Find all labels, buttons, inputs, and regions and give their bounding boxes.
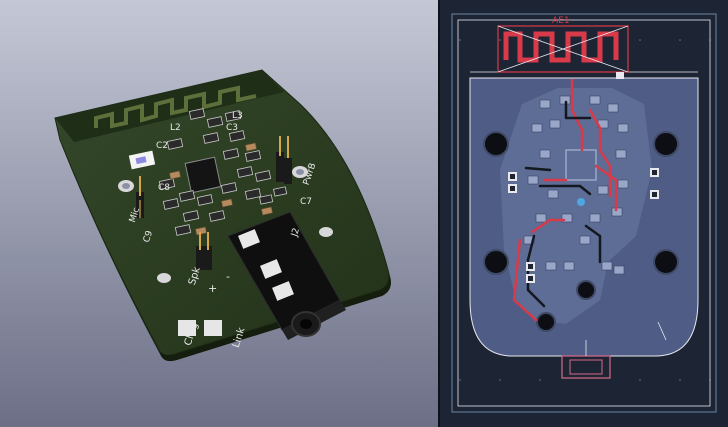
silk-c3: C3 <box>226 123 238 133</box>
antenna-trace <box>503 31 619 63</box>
passives <box>158 108 288 236</box>
header-pins <box>508 168 659 283</box>
mount-hole <box>319 227 333 237</box>
via-highlight <box>577 198 585 206</box>
pcb-3d-view[interactable]: L2 L3 C2 C3 C8 C9 C7 Mic PwrB J2 Spk + -… <box>0 0 438 427</box>
qfn-chip <box>184 156 222 194</box>
silk-mic: Mic <box>128 206 142 224</box>
pcb-3d-canvas: L2 L3 C2 C3 C8 C9 C7 Mic PwrB J2 Spk + -… <box>0 0 438 427</box>
pin-header-spk <box>196 232 212 270</box>
led-chrg <box>178 320 196 336</box>
silk-c8: C8 <box>158 183 170 193</box>
mount-hole-inner <box>296 169 304 175</box>
mount-hole <box>483 131 509 157</box>
silk-c7: C7 <box>300 197 312 207</box>
mount-hole-inner <box>122 183 130 189</box>
silk-l3: L3 <box>232 111 243 121</box>
antenna-feed-pad <box>616 72 624 79</box>
mount-hole <box>536 312 556 332</box>
mount-hole <box>157 273 171 283</box>
silk-spk: Spk <box>187 265 203 286</box>
audio-jack-j2 <box>227 211 346 340</box>
pcb-layout-canvas: AE1 <box>451 13 717 413</box>
connector-footprint <box>561 355 611 379</box>
connector-footprint-inner <box>569 359 603 375</box>
panel-divider <box>438 0 440 427</box>
silk-c2: C2 <box>156 141 168 151</box>
copper-pour <box>500 88 652 324</box>
mount-hole <box>653 131 679 157</box>
mount-hole <box>576 280 596 300</box>
mount-hole <box>483 249 509 275</box>
component-led <box>135 156 147 165</box>
ref-ae1: AE1 <box>552 16 570 26</box>
antenna-footprint <box>497 25 629 73</box>
smd-pads <box>523 95 629 275</box>
antenna-cross-b <box>497 25 629 73</box>
pin-header-pwrbtn <box>276 136 292 184</box>
mount-hole <box>653 249 679 275</box>
antenna-trace <box>94 85 257 129</box>
silk-c9: C9 <box>142 229 155 244</box>
led-link <box>204 320 222 336</box>
top-traces <box>512 78 618 322</box>
silk-minus: - <box>226 270 230 283</box>
pin-header-mic <box>136 176 144 218</box>
pcb-layout-view[interactable]: AE1 <box>440 0 728 427</box>
courtyard-line <box>657 321 667 341</box>
silk-j2: J2 <box>290 227 302 239</box>
silk-plus: + <box>208 282 217 295</box>
silk-l2: L2 <box>170 123 181 133</box>
frame-outer <box>451 13 717 413</box>
frame-inner <box>457 19 711 407</box>
